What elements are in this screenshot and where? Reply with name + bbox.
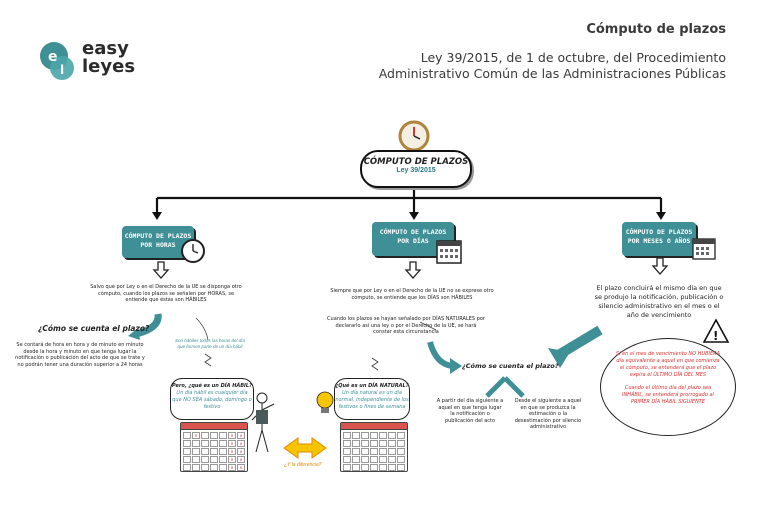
horas-rule: Salvo que por Ley o en el Derecho de la …: [90, 284, 242, 303]
meses-red-2: Cuando el último día del plazo sea INHÁB…: [622, 385, 714, 405]
logo-icon: e l: [40, 42, 74, 80]
dia-natural-answer: Un día natural es un día normal, indepen…: [335, 390, 409, 410]
main-subtitle: Ley 39/2015: [396, 167, 436, 174]
horas-note: Son hábiles todas las horas del día que …: [174, 338, 246, 349]
horas-label-2: POR HORAS: [140, 241, 176, 249]
svg-text:e: e: [48, 49, 58, 65]
calendar-naturales-icon: [340, 422, 408, 472]
meses-warning-bubble: Si en el mes de vencimiento NO HUBIERA d…: [600, 338, 736, 436]
meses-label-2: POR MESES O AÑOS: [627, 237, 691, 245]
clock-icon: [180, 238, 206, 264]
calendar-icon: [436, 238, 462, 264]
dias-label-1: CÓMPUTO DE PLAZOS: [379, 228, 447, 236]
page-title: Cómputo de plazos: [586, 22, 726, 37]
dias-naturales: Cuando los plazos se hayan señalado por …: [327, 316, 485, 335]
horas-how: Se contará de hora en hora y de minuto e…: [15, 342, 145, 368]
meses-red-1: Si en el mes de vencimiento NO HUBIERA d…: [615, 351, 721, 378]
dia-habil-question: Pero, ¿qué es un DÍA HÁBIL?: [171, 383, 253, 389]
dia-natural-question: ¿Qué es un DÍA NATURAL?: [335, 383, 409, 389]
horas-question: ¿Cómo se cuenta el plazo?: [38, 324, 150, 333]
dias-left: A partir del día siguiente a aquel en qu…: [436, 398, 504, 424]
subtitle-line1: Ley 39/2015, de 1 de octubre, del Proced…: [420, 50, 726, 65]
meses-label-1: CÓMPUTO DE PLAZOS: [625, 228, 693, 236]
main-title: CÓMPUTO DE PLAZOS: [363, 157, 469, 167]
dias-rule: Siempre que por Ley o en el Derecho de l…: [330, 288, 494, 301]
dias-label-2: POR DÍAS: [397, 237, 429, 245]
logo-line2: leyes: [82, 56, 136, 77]
easyleyes-logo: e l easy leyes: [38, 38, 148, 88]
dia-habil-bubble: Pero, ¿qué es un DÍA HÁBIL? Un día hábil…: [170, 378, 254, 420]
calendar-icon: [692, 236, 716, 260]
svg-text:l: l: [60, 63, 64, 77]
dias-question: ¿Cómo se cuenta el plazo?: [462, 362, 559, 370]
page-subtitle: Ley 39/2015, de 1 de octubre, del Proced…: [379, 50, 726, 82]
dia-natural-bubble: ¿Qué es un DÍA NATURAL? Un día natural e…: [334, 378, 410, 420]
clock-icon: [398, 120, 430, 152]
subtitle-line2: Administrativo Común de las Administraci…: [378, 66, 726, 81]
difference-label: ¿Y la diferencia?: [284, 462, 322, 468]
main-node: CÓMPUTO DE PLAZOS Ley 39/2015: [360, 150, 472, 188]
calendar-habiles-icon: ✕✕✕ ✕✕ ✕✕ ✕✕ ✕✕: [180, 422, 248, 472]
dia-habil-answer: Un día hábil es cualquier día que NO SEA…: [172, 390, 252, 410]
logo-line1: easy: [82, 38, 129, 59]
svg-text:!: !: [713, 329, 718, 343]
meses-rule: El plazo concluirá el mismo día en que s…: [594, 284, 724, 319]
dias-right: Desde el siguiente a aquel en que se pro…: [514, 398, 582, 430]
horas-label-1: CÓMPUTO DE PLAZOS: [124, 232, 192, 240]
branch-meses: CÓMPUTO DE PLAZOS POR MESES O AÑOS: [622, 222, 696, 256]
